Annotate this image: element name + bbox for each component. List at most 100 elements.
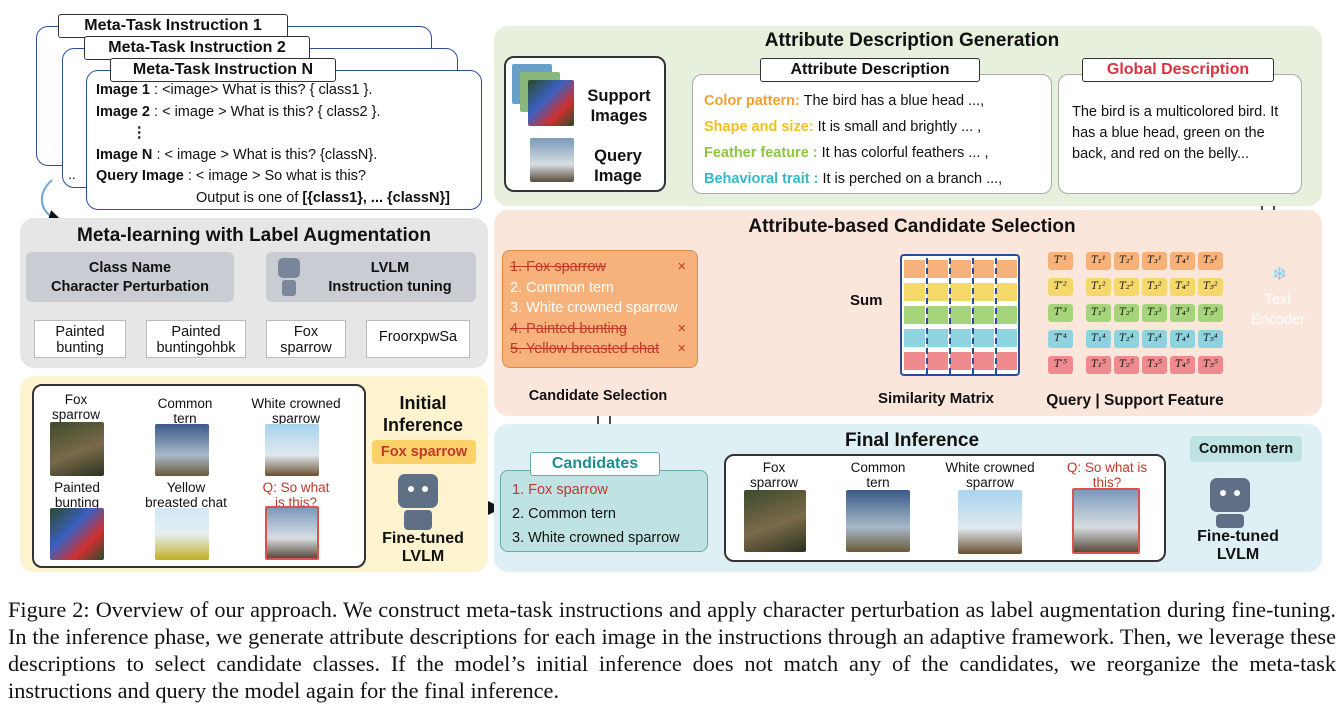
fox-sparrow-image [744,490,806,552]
robot-icon [398,474,438,508]
support-label: Fox sparrow [51,392,100,422]
cross-icon: × [677,320,686,337]
matrix-cell [950,283,971,301]
robot-icon [278,258,300,278]
global-description-text: The bird is a multicolored bird. It has … [1072,104,1279,162]
label-chain-item: Painted buntingohbk [146,320,246,358]
meta-task-tab-1: Meta-Task Instruction 1 [58,14,288,38]
attribute-description-title: Attribute Description [760,58,980,82]
curved-arrow [40,179,64,226]
label-chain-item: FroorxpwSa [366,320,470,358]
final-query-label: Q: So what is this? [1066,460,1148,490]
candidate-item: 2. Common tern [510,279,614,296]
robot-icon [1210,478,1250,512]
matrix-cell [950,260,971,278]
support-label: Common tern [157,396,213,426]
attribute-generation-title: Attribute Description Generation [764,30,1060,51]
support-token: T₄³ [1170,304,1195,322]
final-image-label: Fox sparrow [749,460,798,490]
candidate-item: 3. White crowned sparrow [510,300,678,316]
figure-caption: Figure 2: Overview of our approach. We c… [8,597,1336,703]
matrix-cell [973,260,994,278]
common-tern-image [155,424,209,476]
support-token: T₄⁴ [1170,330,1195,348]
candidate-item: 1. Fox sparrow× [510,257,696,278]
support-token: T₄² [1170,278,1195,296]
initial-prediction-badge: Fox sparrow [372,440,476,464]
attribute-list: Color pattern: The bird has a blue head … [704,93,1003,187]
matrix-cell [927,283,948,301]
query-image-label: Query Image [594,147,642,185]
matrix-cell [996,329,1017,347]
matrix-cell [927,306,948,324]
white-crowned-sparrow-image [958,490,1022,554]
sum-label: Sum [850,292,883,309]
support-token: T₅³ [1198,304,1223,322]
character-perturbation-box: Class Name Character Perturbation [26,252,234,302]
matrix-cell [996,352,1017,370]
common-tern-image [846,490,910,552]
query-token: T′² [1048,278,1073,296]
support-token: T₃¹ [1142,252,1167,270]
candidate-item: 1. Fox sparrow [512,482,608,498]
support-token: T₁¹ [1086,252,1111,270]
similarity-matrix-label: Similarity Matrix [878,390,994,407]
feature-label: Query | Support Feature [1046,392,1224,409]
attribute-description-box [692,74,1052,194]
final-candidate-list: 1. Fox sparrow 2. Common tern 3. White c… [512,478,708,550]
candidate-item: 3. White crowned sparrow [512,530,680,546]
matrix-cell [996,306,1017,324]
support-token: T₃³ [1142,304,1167,322]
matrix-cell [950,329,971,347]
label-chain-item: Fox sparrow [266,320,346,358]
matrix-cell [904,329,925,347]
candidates-title: Candidates [530,452,660,476]
global-description-box [1058,74,1302,194]
matrix-cell [904,260,925,278]
meta-task-card-n [86,70,482,210]
query-token: T′⁵ [1048,356,1073,374]
lvlm-tuning-box [266,252,476,302]
matrix-cell [904,283,925,301]
fox-sparrow-image [50,422,104,476]
matrix-cell [996,260,1017,278]
support-token: T₅¹ [1198,252,1223,270]
support-label: White crowned sparrow [251,396,341,426]
support-token: T₁² [1086,278,1111,296]
query-image [265,506,319,560]
final-inference-title: Final Inference [844,430,980,451]
instruction-lines: Image 1 : <image> What is this? { class1… [96,82,450,206]
matrix-cell [996,283,1017,301]
query-token: T′⁴ [1048,330,1073,348]
global-description-title: Global Description [1082,58,1274,82]
candidate-item: 2. Common tern [512,506,616,522]
yellow-breasted-chat-image [155,508,209,560]
candidate-item: 4. Painted bunting× [510,319,696,340]
support-token: T₃⁴ [1142,330,1167,348]
candidate-item: 5. Yellow breasted chat× [510,339,696,360]
lvlm-tuning-label: LVLM Instruction tuning [328,260,452,295]
meta-task-tab-2: Meta-Task Instruction 2 [84,36,310,60]
query-image-thumb [530,138,574,182]
query-token: T′¹ [1048,252,1073,270]
support-label: Yellow breasted chat [145,480,227,510]
cross-icon: × [677,259,686,275]
support-token: T₂⁴ [1114,330,1139,348]
matrix-cell [973,283,994,301]
matrix-cell [973,352,994,370]
meta-task-tab-n: Meta-Task Instruction N [110,58,336,82]
support-token: T₄¹ [1170,252,1195,270]
matrix-cell [904,306,925,324]
support-token: T₂¹ [1114,252,1139,270]
candidate-selection-caption: Candidate Selection [528,388,668,404]
white-crowned-sparrow-image [265,424,319,476]
support-token: T₂² [1114,278,1139,296]
support-token: T₅⁵ [1198,356,1223,374]
support-token: T₄⁵ [1170,356,1195,374]
text-encoder-label: Text Encoder [1250,292,1305,328]
matrix-cell [950,352,971,370]
painted-bunting-image [50,508,104,560]
matrix-cell [904,352,925,370]
support-token: T₅² [1198,278,1223,296]
